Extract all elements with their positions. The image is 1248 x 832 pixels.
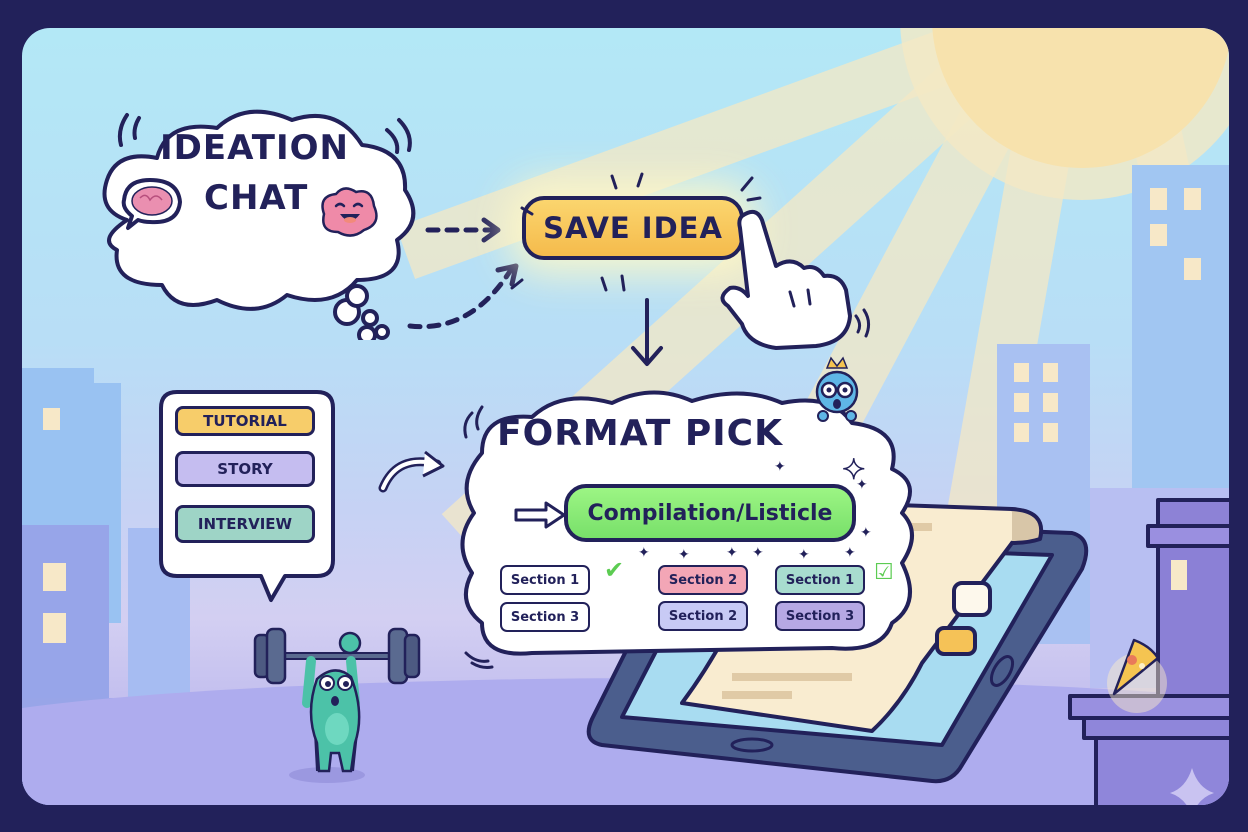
brain-speech-icon — [121, 178, 182, 230]
window — [43, 613, 66, 643]
section-pill[interactable]: Section 1 — [775, 565, 865, 595]
section-pill[interactable]: Section 1 — [500, 565, 590, 595]
save-idea-button[interactable]: SAVE IDEA — [522, 196, 744, 260]
window — [1150, 188, 1167, 210]
section-pill[interactable]: Section 2 — [658, 565, 748, 595]
format-options-bubble — [159, 390, 335, 602]
window — [1043, 393, 1058, 412]
window — [1043, 363, 1058, 382]
window — [43, 563, 66, 591]
weightlifting-alien — [253, 627, 421, 783]
format-option-story[interactable]: STORY — [175, 451, 315, 487]
window — [1043, 423, 1058, 442]
sparkle-icon: ✦ — [860, 525, 872, 541]
format-pick-title: FORMAT PICK — [497, 413, 783, 454]
crowned-creature — [815, 356, 859, 422]
ideation-cloud — [102, 109, 416, 340]
curved-arrow-icon — [378, 450, 445, 493]
section-pill[interactable]: Section 2 — [658, 601, 748, 631]
section-pill[interactable]: Section 3 — [775, 601, 865, 631]
ideation-title-line2: CHAT — [204, 178, 309, 218]
rooftop-tower — [1068, 498, 1229, 805]
pizza-slice-icon — [1107, 638, 1167, 713]
sparkle-icon: ✦ — [856, 477, 868, 493]
window — [1184, 258, 1201, 280]
window — [1014, 393, 1029, 412]
pointing-hand-icon[interactable] — [712, 206, 872, 356]
down-arrow-icon — [631, 298, 663, 366]
sparkle-icon: ✦ — [678, 547, 690, 563]
window — [43, 408, 60, 430]
ideation-title-line1: IDEATION — [160, 128, 349, 168]
window — [1014, 363, 1029, 382]
sparkle-icon: ✦ — [752, 545, 764, 561]
section-pill[interactable]: Section 3 — [500, 602, 590, 632]
thought-bubbles — [345, 284, 379, 327]
sparkle-icon: ✦ — [774, 459, 786, 475]
sparkle-icon: ✦ — [844, 545, 856, 561]
button-burst-lines — [510, 172, 762, 292]
right-arrow-icon — [514, 501, 566, 529]
thought-dot — [374, 324, 390, 340]
compilation-listicle-button[interactable]: Compilation/Listicle — [564, 484, 856, 542]
sparkle-icon: ✦ — [798, 547, 810, 563]
happy-brain-icon — [321, 187, 378, 237]
window — [1150, 224, 1167, 246]
check-icon: ✔ — [604, 556, 625, 584]
sparkle-icon: ✦ — [841, 453, 866, 486]
format-option-interview[interactable]: INTERVIEW — [175, 505, 315, 543]
checkbox-icon: ☑ — [874, 560, 894, 585]
scene-frame: IDEATION CHAT SAVE IDEA TUTORIAL STOR — [22, 28, 1229, 805]
format-option-tutorial[interactable]: TUTORIAL — [175, 406, 315, 436]
dashed-arrows — [407, 217, 519, 330]
sparkle-icon: ✦ — [726, 545, 738, 561]
window — [1184, 188, 1201, 210]
sparkle-icon: ✦ — [638, 545, 650, 561]
window — [1014, 423, 1029, 442]
